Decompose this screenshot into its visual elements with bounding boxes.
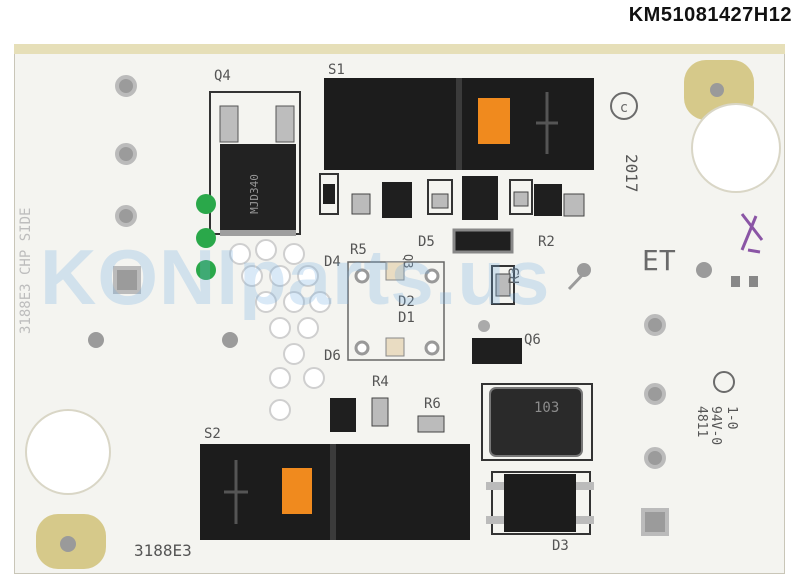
pad-right-4 bbox=[644, 447, 666, 469]
label-d1: D1 bbox=[398, 310, 415, 326]
pad-right-3 bbox=[644, 383, 666, 405]
ink-mark bbox=[740, 213, 764, 254]
label-r6: R6 bbox=[424, 396, 441, 412]
watermark: KONIparts.us bbox=[40, 233, 551, 321]
switch-s2-knob bbox=[282, 468, 312, 514]
q4-marking: MJD340 bbox=[248, 174, 261, 214]
switch-s1-knob bbox=[478, 98, 510, 144]
r6-body bbox=[417, 415, 445, 433]
via-cluster bbox=[229, 239, 331, 421]
led-d1 bbox=[385, 337, 405, 357]
smd-row-top bbox=[319, 173, 585, 254]
label-side: 3188E3 CHP SIDE bbox=[18, 208, 34, 334]
label-et: ET bbox=[642, 244, 676, 277]
pad-left-5 bbox=[88, 332, 104, 348]
pad-left-1 bbox=[115, 75, 137, 97]
q4-lead-1 bbox=[219, 105, 239, 143]
pcb-board: MJD340 bbox=[14, 44, 785, 574]
l1-inductor bbox=[489, 387, 583, 457]
label-rev: 1-0 bbox=[724, 406, 739, 429]
label-r3: R3 bbox=[507, 267, 523, 284]
label-d2: D2 bbox=[398, 294, 415, 310]
q4-lead-2 bbox=[275, 105, 295, 143]
smd-pad-a bbox=[731, 276, 740, 287]
label-lot: 4811 bbox=[694, 406, 709, 437]
label-s1: S1 bbox=[328, 62, 345, 78]
label-s2: S2 bbox=[204, 426, 221, 442]
label-year: 2017 bbox=[622, 154, 641, 193]
label-r5: R5 bbox=[350, 242, 367, 258]
via-top-right bbox=[710, 83, 724, 97]
pad-left-3 bbox=[115, 205, 137, 227]
led-d2 bbox=[385, 261, 405, 281]
r3-outline bbox=[491, 265, 515, 305]
board-edge-top bbox=[14, 44, 785, 54]
q5-body bbox=[330, 398, 356, 432]
label-rating: 94V-0 bbox=[708, 406, 723, 445]
pad-center-left bbox=[222, 332, 238, 348]
d3-body bbox=[504, 474, 576, 532]
label-d6: D6 bbox=[324, 348, 341, 364]
pad-right-1 bbox=[696, 262, 712, 278]
via-bottom-left bbox=[60, 536, 76, 552]
label-r2: R2 bbox=[538, 234, 555, 250]
svg-text:c: c bbox=[620, 100, 628, 116]
part-number: KM51081427H12 bbox=[628, 4, 792, 26]
pad-right-square bbox=[641, 508, 669, 536]
label-r4: R4 bbox=[372, 374, 389, 390]
label-inductor-value: 103 bbox=[534, 400, 559, 416]
pad-left-2 bbox=[115, 143, 137, 165]
q4-body bbox=[220, 144, 296, 230]
label-board-code: 3188E3 bbox=[134, 541, 192, 560]
via-right bbox=[577, 263, 591, 277]
label-q6: Q6 bbox=[524, 332, 541, 348]
q6-body bbox=[472, 338, 522, 364]
label-q4: Q4 bbox=[214, 68, 231, 84]
smd-pad-b bbox=[749, 276, 758, 287]
pad-right-2 bbox=[644, 314, 666, 336]
l1-outline bbox=[481, 383, 593, 461]
label-d5: D5 bbox=[418, 234, 435, 250]
cert-mark-icon bbox=[713, 371, 735, 393]
green-pad-3 bbox=[196, 260, 216, 280]
pad-left-square bbox=[113, 266, 141, 294]
green-pad-2 bbox=[196, 228, 216, 248]
mounting-hole-bottom-left bbox=[25, 409, 111, 495]
green-pad-1 bbox=[196, 194, 216, 214]
label-d4: D4 bbox=[324, 254, 341, 270]
copyright-icon bbox=[610, 92, 638, 120]
r4-body bbox=[371, 397, 389, 427]
d3-outline bbox=[491, 471, 591, 535]
mounting-hole-top-right bbox=[691, 103, 781, 193]
label-d3: D3 bbox=[552, 538, 569, 554]
label-q3: Q3 bbox=[401, 254, 415, 268]
